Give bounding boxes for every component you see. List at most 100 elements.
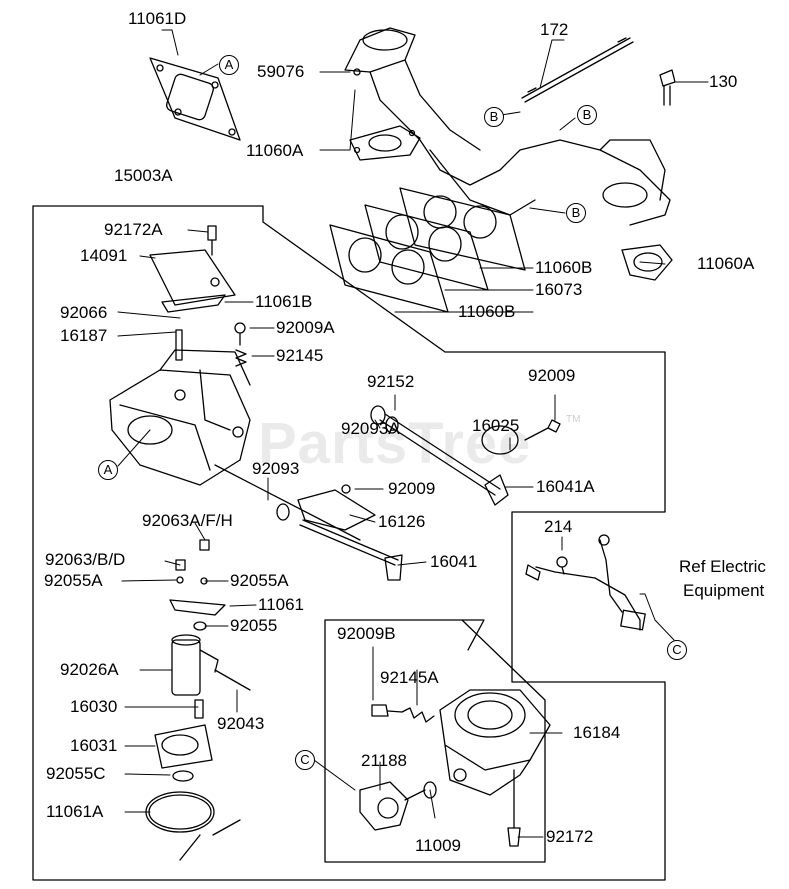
callout-b-mid: B (484, 107, 504, 127)
screw-92009-upper (524, 419, 561, 441)
part-label: 16030 (70, 697, 118, 716)
part-label: 92145 (276, 346, 324, 365)
sub-assembly-16184-boundary (324, 619, 546, 863)
part-label: 92043 (217, 714, 265, 733)
washer-92093A (385, 416, 399, 434)
part-label: 92172A (104, 220, 163, 239)
part-label: 92063/B/D (45, 550, 126, 569)
wire-harness-214 (525, 534, 646, 631)
part-label: 16025 (472, 416, 520, 435)
part-label: 92055C (46, 764, 106, 783)
part-label: 59076 (257, 62, 305, 81)
plate-16025 (481, 425, 519, 455)
shaft-16041A (379, 413, 509, 506)
ref-note-line2: Equipment (683, 581, 765, 600)
part-label: 16041A (536, 477, 595, 496)
part-label: 92172 (546, 827, 594, 846)
part-label: 14091 (80, 246, 128, 265)
part-label: 92055A (230, 571, 289, 590)
part-label: 92026A (60, 660, 119, 679)
shaft-16041 (299, 519, 403, 581)
part-label: 172 (540, 20, 569, 39)
part-label: 11009 (415, 836, 462, 855)
assembly-15003A-boundary (32, 205, 666, 881)
o-ring-11061A (145, 791, 215, 833)
part-label: 11060B (458, 302, 516, 321)
stud-172 (521, 37, 634, 103)
watermark-tm: TM (566, 414, 581, 425)
spring-92145 (235, 349, 247, 367)
screw-92009-lower (341, 484, 351, 494)
part-label: 16126 (378, 512, 426, 531)
screw-92063AFH (199, 539, 210, 551)
sub-assembly-16184-notch (461, 619, 485, 651)
leader-lines (117, 29, 709, 838)
part-label: 92145A (380, 668, 439, 687)
solenoid-21188 (359, 781, 426, 831)
part-label: 16041 (430, 552, 478, 571)
part-label: 15003A (114, 166, 173, 185)
gasket-11061D (149, 57, 241, 141)
screw-214 (556, 556, 568, 575)
callout-a-left: A (98, 460, 118, 480)
gasket-11061B (161, 294, 226, 313)
solenoid-92026A (171, 634, 219, 696)
part-label: 92055A (44, 571, 103, 590)
part-label: 16073 (535, 280, 583, 299)
plate-16126 (297, 489, 376, 531)
part-label: 11060B (535, 258, 593, 277)
screw-92009A (234, 322, 246, 346)
screw-92063BD (175, 559, 186, 571)
part-label: 92063A/F/H (142, 511, 233, 530)
gasket-11060B-rear (399, 187, 526, 271)
part-label: 92009 (388, 479, 436, 498)
bolt-130 (659, 69, 676, 106)
screw-92172A (207, 225, 217, 256)
part-label: 92009B (337, 624, 396, 643)
part-label: 92066 (60, 303, 108, 322)
jet-16187 (175, 329, 183, 361)
callout-c-right: C (667, 640, 687, 660)
part-label: 16184 (573, 723, 621, 742)
bowl-outline-marks (179, 819, 241, 861)
washer-92093 (276, 503, 290, 521)
washer-92055A-right (200, 577, 208, 585)
washer-11009 (423, 781, 437, 799)
part-label: 92009 (528, 366, 576, 385)
part-label: 16031 (70, 736, 118, 755)
pin-92043 (214, 669, 251, 691)
plate-14091 (149, 249, 236, 306)
screw-92009B (371, 704, 403, 717)
part-label: 130 (709, 72, 738, 91)
part-label: 11061B (255, 292, 313, 311)
gasket-11061 (169, 599, 226, 616)
gasket-11060A-upper (349, 125, 421, 161)
washer-92055 (193, 621, 207, 631)
part-label: 92093 (252, 459, 300, 478)
ref-note-line1: Ref Electric (679, 557, 766, 576)
watermark: PartsTree (258, 411, 532, 476)
float-16031 (154, 724, 213, 769)
part-label: 21188 (361, 751, 408, 770)
callout-b-low: B (566, 203, 586, 223)
washer-92152 (370, 405, 386, 425)
spacer-16073 (364, 204, 489, 291)
fuel-pump-body-16184 (439, 689, 551, 796)
washer-92055C (172, 770, 194, 782)
part-label: 11061D (128, 9, 187, 28)
screw-92172 (507, 769, 521, 847)
callout-a-top: A (219, 55, 239, 75)
callout-b-top: B (577, 105, 597, 125)
gasket-11060A-lower (621, 244, 673, 281)
spring-92145A (401, 707, 435, 723)
part-label: 214 (544, 517, 573, 536)
part-label: 11061 (258, 595, 305, 614)
part-label: 16187 (60, 326, 108, 345)
callout-c-left: C (295, 750, 315, 770)
part-label: 92152 (367, 372, 415, 391)
washer-92055A-left (176, 576, 184, 584)
part-label: 92055 (230, 616, 278, 635)
part-label: 92093A (341, 419, 400, 438)
